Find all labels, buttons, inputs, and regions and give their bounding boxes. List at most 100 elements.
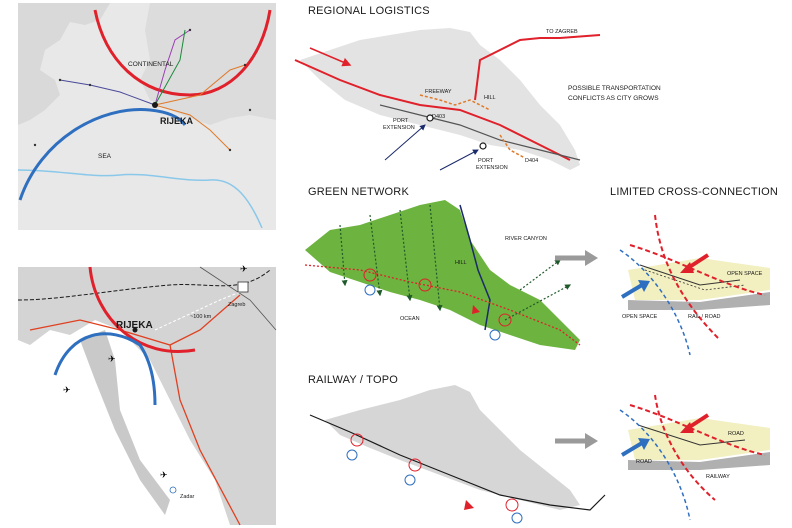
red-pressure-arrow-head bbox=[680, 422, 694, 433]
red-corridor-b bbox=[654, 394, 716, 501]
sea-coastline bbox=[17, 169, 263, 229]
zadar-label: Zadar bbox=[180, 494, 195, 500]
rail-road-line-dashed bbox=[644, 269, 746, 291]
open-space-left-label: OPEN SPACE bbox=[622, 314, 658, 320]
red-corridor-b bbox=[654, 214, 721, 341]
regional-rijeka-label: RIJEKA bbox=[116, 320, 153, 331]
zagreb-marker bbox=[237, 281, 249, 293]
road-south bbox=[169, 344, 241, 526]
port-marker bbox=[472, 305, 480, 314]
topo-transition-arrow-head bbox=[585, 433, 598, 449]
route-orange bbox=[154, 64, 246, 106]
blue-pressure-arrow-shaft bbox=[620, 441, 644, 457]
conflict-circle bbox=[418, 278, 432, 292]
railway-topo-line bbox=[309, 414, 606, 511]
ocean-link-circle bbox=[489, 329, 501, 341]
rail-road-line bbox=[639, 264, 741, 286]
city-point bbox=[88, 83, 92, 87]
red-pressure-arrow-head bbox=[680, 262, 694, 273]
airport-icon: ✈ bbox=[63, 385, 71, 395]
port-extension-a-line2: EXTENSION bbox=[383, 125, 415, 131]
platform-edge bbox=[628, 292, 770, 310]
green-hill-label: HILL bbox=[455, 260, 467, 266]
blue-corridor bbox=[619, 249, 691, 356]
western-landmass bbox=[18, 3, 110, 125]
conflicts-label-line2: CONFLICTS AS CITY GROWS bbox=[568, 95, 659, 102]
red-corridor bbox=[629, 404, 766, 456]
road-right-label: ROAD bbox=[728, 431, 744, 437]
d404-label: D404 bbox=[525, 158, 538, 164]
green-hill-mass bbox=[305, 200, 580, 350]
topo-terrain bbox=[325, 385, 580, 510]
port-extension-a-line1: PORT bbox=[393, 118, 409, 124]
ocean-link-circle bbox=[404, 474, 416, 486]
city-point bbox=[243, 63, 247, 67]
distance-label: ~100 km bbox=[190, 314, 212, 320]
distance-line bbox=[154, 289, 246, 331]
railway-line bbox=[199, 266, 277, 331]
ocean-label: OCEAN bbox=[400, 316, 420, 322]
continental-label: CONTINENTAL bbox=[128, 61, 174, 68]
topo-crossing-markers bbox=[346, 433, 523, 524]
cross-connection-bottom: ROAD ROAD RAILWAY bbox=[619, 394, 770, 521]
conflict-circle bbox=[505, 498, 519, 512]
islands-chain bbox=[80, 330, 170, 515]
sea-label: SEA bbox=[98, 153, 112, 160]
d404-route bbox=[499, 134, 526, 159]
continental-arc-regional bbox=[88, 266, 196, 353]
regional-logistics-panel: REGIONAL LOGISTICS TO ZAGREB FREEWAY D40… bbox=[294, 5, 661, 171]
airport-icon: ✈ bbox=[108, 354, 116, 364]
green-transition-arrow-head bbox=[585, 250, 598, 266]
coastal-corridor bbox=[304, 264, 581, 346]
port-node-a bbox=[426, 114, 434, 122]
d403-label: D403 bbox=[432, 114, 445, 120]
blue-pressure-arrow-head bbox=[638, 280, 650, 292]
port-arrow-a bbox=[384, 124, 426, 161]
to-zagreb-route bbox=[474, 34, 601, 101]
river-canyon-line bbox=[459, 204, 491, 331]
airport-icon: ✈ bbox=[240, 264, 248, 274]
europe-map: CONTINENTAL RIJEKA SEA bbox=[17, 3, 276, 230]
to-zagreb-label: TO ZAGREB bbox=[546, 29, 578, 35]
railway-topo-heading: RAILWAY / TOPO bbox=[308, 374, 398, 386]
mainland bbox=[18, 267, 276, 525]
open-space-right-label: OPEN SPACE bbox=[727, 271, 763, 277]
logistics-terrain bbox=[300, 28, 580, 170]
regional-logistics-heading: REGIONAL LOGISTICS bbox=[308, 5, 430, 17]
port-marker bbox=[464, 500, 474, 510]
city-point bbox=[248, 108, 252, 112]
blue-pressure-arrow-shaft bbox=[620, 283, 644, 299]
europe-rijeka-label: RIJEKA bbox=[160, 116, 194, 126]
green-connector bbox=[399, 209, 413, 302]
port-extension-b-line2: EXTENSION bbox=[476, 165, 508, 171]
city-points bbox=[33, 28, 252, 152]
freeway-arrow bbox=[309, 47, 352, 67]
green-network-heading: GREEN NETWORK bbox=[308, 186, 409, 198]
green-crossing-markers bbox=[363, 268, 512, 341]
open-space-platform bbox=[628, 258, 770, 300]
route-green bbox=[154, 29, 186, 106]
regional-map: Zagreb RIJEKA ~100 km Zadar ✈ ✈ ✈ ✈ bbox=[17, 264, 277, 526]
conflict-circle bbox=[408, 458, 422, 472]
conflict-circle bbox=[498, 313, 512, 327]
conflict-circle bbox=[363, 268, 377, 282]
route-orange-south bbox=[154, 104, 231, 151]
river-canyon-label: RIVER CANYON bbox=[505, 236, 547, 242]
green-connector bbox=[429, 204, 443, 312]
freeway-route bbox=[294, 59, 571, 161]
d403-route bbox=[419, 94, 491, 111]
airport-icon: ✈ bbox=[160, 470, 168, 480]
city-point bbox=[228, 148, 232, 152]
ocean-link-circle bbox=[364, 284, 376, 296]
route-purple bbox=[154, 29, 191, 106]
continental-arc bbox=[93, 9, 272, 97]
cross-connection-top: LIMITED CROSS-CONNECTION OPEN SPACE OPEN… bbox=[610, 186, 778, 356]
zagreb-label: Zagreb bbox=[228, 302, 245, 308]
green-connector bbox=[519, 259, 561, 291]
railway-topo-panel: RAILWAY / TOPO bbox=[308, 374, 606, 524]
freeway-label: FREEWAY bbox=[425, 89, 452, 95]
sea-arc-regional bbox=[53, 332, 157, 406]
port-arrow-b bbox=[439, 149, 479, 171]
ocean-link-circle bbox=[511, 512, 523, 524]
